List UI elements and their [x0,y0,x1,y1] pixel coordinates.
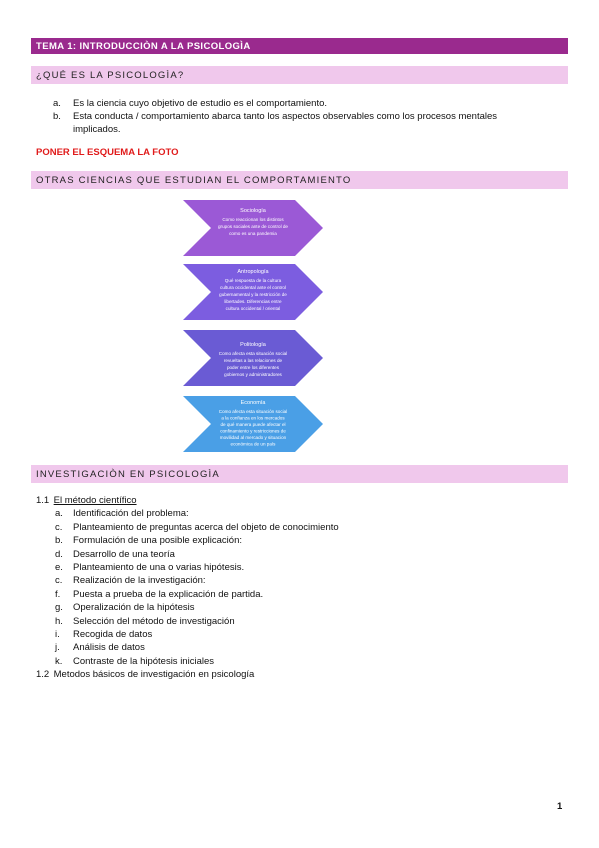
list-item: c. Realización de la investigación: [55,574,339,587]
list-item: b. Formulación de una posible explicación… [55,534,339,547]
outline-title: Metodos básicos de investigación en psic… [53,669,255,681]
list-text: Planteamiento de preguntas acerca del ob… [73,521,339,533]
chevron-shape [183,264,323,320]
chevron-title: Antropología [237,269,269,275]
list-text: Operalización de la hipótesis [73,602,195,614]
header-band: TEMA 1: INTRODUCCIÒN A LA PSICOLOGÌA [31,38,568,54]
outline-number: 1.2 [36,669,50,681]
definition-list: a. Es la ciencia cuyo objetivo de estudi… [53,97,533,136]
list-text: Planteamiento de una o varias hipótesis. [73,562,245,574]
chevron-antropologia: Antropología Qué respuesta de la cultura… [183,264,323,320]
list-item: k. Contraste de la hipótesis iniciales [55,655,339,668]
chevron-line: Como reaccionan los distintos [222,217,284,222]
list-item: j. Análisis de datos [55,641,339,654]
list-item: c. Planteamiento de preguntas acerca del … [55,521,339,534]
outline-number: 1.1 [36,495,50,506]
list-text: Realización de la investigación: [73,575,206,587]
chevron-line: revueltas a las relaciones de [224,358,283,363]
chevron-line: como es una pandemia [229,231,277,236]
list-text: Esta conducta / comportamiento abarca ta… [73,111,498,135]
list-marker: a. [53,98,61,109]
list-text: Contraste de la hipótesis iniciales [73,655,214,667]
chevron-politologia: Politología Como afecta esta situación s… [183,330,323,386]
list-text: Desarrollo de una teoría [73,548,175,560]
list-item: a. Es la ciencia cuyo objetivo de estudi… [53,97,533,110]
list-marker: f. [55,588,61,600]
list-item: a. Identificación del problema: [55,507,339,520]
chevron-line: libertades. Diferencias entre [224,299,282,304]
list-item: b. Esta conducta / comportamiento abarca… [53,110,533,136]
chevron-line: Como afecta esta situación social [219,351,287,356]
research-outline: 1.1 El método científico a. Identificació… [36,494,339,682]
chevron-sociologia: Sociología Como reaccionan los distintos… [183,200,323,256]
chevron-line: movilidad al mercado y situacion [220,435,287,440]
list-marker: b. [53,111,61,122]
list-text: Análisis de datos [73,642,145,654]
scientific-method-steps: a. Identificación del problema: c. Plantea… [36,507,339,668]
chevron-economia: Economía Como afecta esta situación soci… [183,396,323,452]
chevron-line: grupos sociales ante de control de [218,224,288,229]
chevron-title: Politología [240,342,267,348]
outline-title: El método científico [53,495,137,506]
chevron-line: a la confianza en los mercados [221,416,285,421]
list-item: h. Selección del método de investigación [55,615,339,628]
list-marker: h. [55,615,63,627]
list-marker: j. [55,642,60,654]
chevron-title: Sociología [240,208,267,214]
section-heading-what-is-psychology: ¿QUÉ ES LA PSICOLOGÌA? [31,66,568,84]
section-title: OTRAS CIENCIAS QUE ESTUDIAN EL COMPORTAM… [36,174,352,186]
chevron-line: Qué respuesta de la cultura [225,278,282,283]
list-item: f. Puesta a prueba de la explicación de p… [55,588,339,601]
section-title: ¿QUÉ ES LA PSICOLOGÌA? [36,69,185,81]
chevron-line: poder entre los diferentes [227,365,280,370]
section-heading-research: INVESTIGACIÒN EN PSICOLOGÌA [31,465,568,483]
chevron-line: cultura occidental / oriental [226,306,281,311]
list-marker: c. [55,575,63,587]
chevron-line: gobiernos y administradores [224,372,282,377]
list-text: Identificación del problema: [73,508,189,520]
chevron-shape [183,200,323,256]
list-text: Selección del método de investigación [73,615,235,627]
list-marker: g. [55,602,63,614]
red-note: PONER EL ESQUEMA LA FOTO [36,147,179,158]
page-number: 1 [557,801,563,812]
list-marker: e. [55,562,63,574]
list-item: i. Recogida de datos [55,628,339,641]
list-text: Es la ciencia cuyo objetivo de estudio e… [73,98,327,109]
chevron-line: de qué manera puede afectar el [220,422,285,427]
list-item: e. Planteamiento de una o varias hipótesi… [55,561,339,574]
list-marker: d. [55,548,63,560]
list-marker: b. [55,535,63,547]
document-title: TEMA 1: INTRODUCCIÒN A LA PSICOLOGÌA [36,40,251,52]
chevron-line: confinamiento y restricciones de [220,429,286,434]
chevron-title: Economía [241,400,267,406]
chevron-line: Como afecta esta situación social [219,409,287,414]
list-marker: k. [55,655,63,667]
chevron-line: gubernamental y la restricción de [219,292,287,297]
outline-item-1-1: 1.1 El método científico a. Identificació… [36,494,339,668]
list-item: g. Operalización de la hipótesis [55,601,339,614]
section-title: INVESTIGACIÒN EN PSICOLOGÌA [36,468,220,480]
list-marker: c. [55,521,63,533]
outline-item-1-2: 1.2 Metodos básicos de investigación en … [36,668,339,681]
list-marker: i. [55,629,60,641]
chevron-line: económica de un país [231,442,277,447]
list-item: d. Desarrollo de una teoría [55,548,339,561]
list-text: Formulación de una posible explicación: [73,535,242,547]
chevron-shape [183,396,323,452]
chevron-shape [183,330,323,386]
section-heading-other-sciences: OTRAS CIENCIAS QUE ESTUDIAN EL COMPORTAM… [31,171,568,189]
list-text: Puesta a prueba de la explicación de par… [73,588,264,600]
list-marker: a. [55,508,63,520]
chevron-line: cultura occidental ante el control [220,285,286,290]
list-text: Recogida de datos [73,629,153,641]
